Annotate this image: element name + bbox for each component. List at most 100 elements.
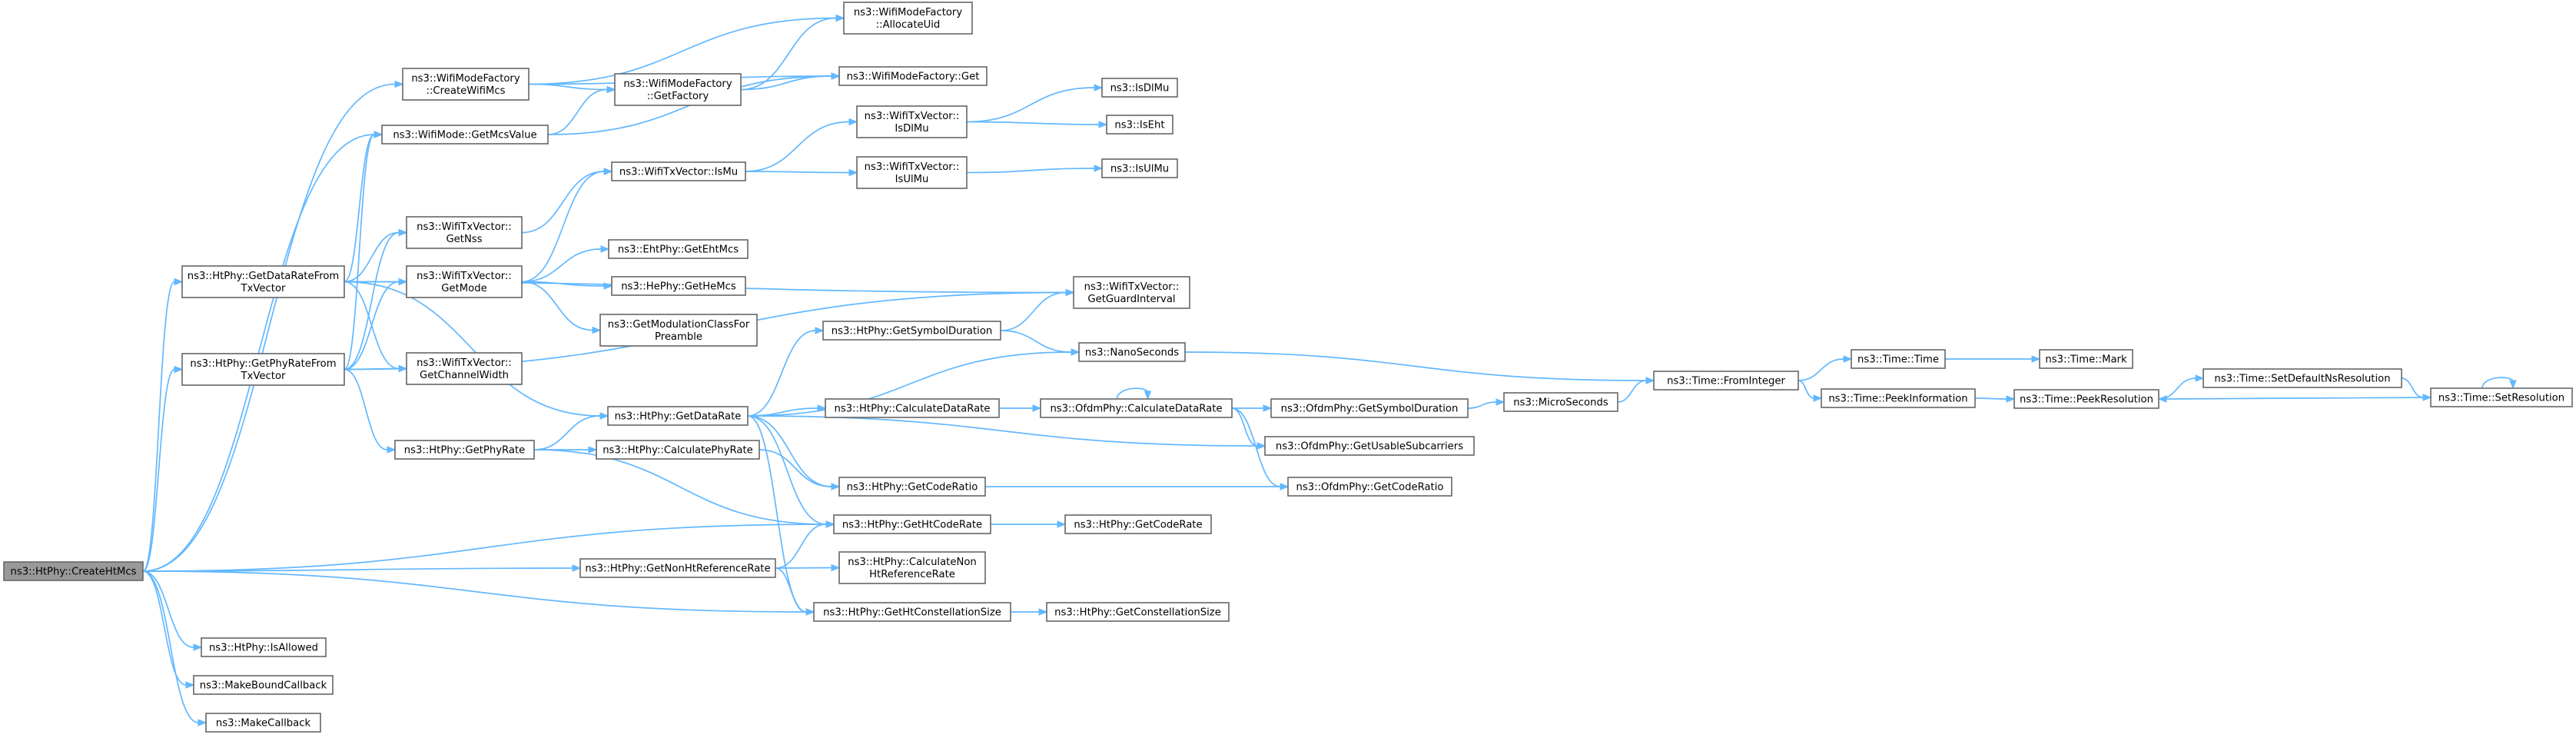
node-box[interactable] <box>205 713 321 733</box>
node-box[interactable] <box>856 105 968 138</box>
node-box[interactable] <box>1106 115 1173 135</box>
node-txv-is-ul-mu[interactable]: ns3::WifiTxVector::IsUlMu <box>856 156 968 189</box>
node-time-time[interactable]: ns3::Time::Time <box>1851 349 1946 369</box>
node-wifi-mode-factory-get[interactable]: ns3::WifiModeFactory::Get <box>838 66 988 86</box>
node-box[interactable] <box>2039 349 2133 369</box>
node-box[interactable] <box>614 73 742 106</box>
node-ht-get-ht-constellation-size[interactable]: ns3::HtPhy::GetHtConstellationSize <box>813 602 1011 622</box>
node-box[interactable] <box>3 561 144 581</box>
node-ht-get-non-ht-ref-rate[interactable]: ns3::HtPhy::GetNonHtReferenceRate <box>579 558 776 578</box>
node-ht-get-phy-rate[interactable]: ns3::HtPhy::GetPhyRate <box>394 440 535 460</box>
node-box[interactable] <box>838 477 986 497</box>
node-ht-get-code-ratio[interactable]: ns3::HtPhy::GetCodeRatio <box>838 477 986 497</box>
node-wifi-mode-factory-create[interactable]: ns3::WifiModeFactory::CreateWifiMcs <box>402 68 529 101</box>
node-make-callback[interactable]: ns3::MakeCallback <box>205 713 321 733</box>
node-box[interactable] <box>1040 398 1233 418</box>
node-box[interactable] <box>843 2 973 35</box>
node-ofdm-get-symbol-duration[interactable]: ns3::OfdmPhy::GetSymbolDuration <box>1270 398 1469 418</box>
node-box[interactable] <box>394 440 535 460</box>
node-box[interactable] <box>611 276 746 296</box>
node-time-peek-resolution[interactable]: ns3::Time::PeekResolution <box>2013 389 2159 409</box>
node-wifi-mode-get-mcs-value[interactable]: ns3::WifiMode::GetMcsValue <box>381 125 549 145</box>
node-box[interactable] <box>1270 398 1469 418</box>
node-box[interactable] <box>1046 602 1230 622</box>
node-box[interactable] <box>833 514 991 534</box>
node-box[interactable] <box>402 68 529 101</box>
node-ht-get-ht-code-rate[interactable]: ns3::HtPhy::GetHtCodeRate <box>833 514 991 534</box>
node-box[interactable] <box>2203 368 2402 388</box>
node-box[interactable] <box>1653 371 1799 391</box>
node-txv-get-nss[interactable]: ns3::WifiTxVector::GetNss <box>406 216 523 249</box>
node-box[interactable] <box>611 161 746 181</box>
node-is-dl-mu[interactable]: ns3::IsDlMu <box>1101 78 1178 98</box>
node-box[interactable] <box>406 265 523 298</box>
node-box[interactable] <box>201 637 327 657</box>
node-box[interactable] <box>579 558 776 578</box>
node-box[interactable] <box>825 398 1000 418</box>
node-ofdm-get-usable-subcarriers[interactable]: ns3::OfdmPhy::GetUsableSubcarriers <box>1264 436 1475 456</box>
node-box[interactable] <box>607 406 749 426</box>
node-ht-get-symbol-duration[interactable]: ns3::HtPhy::GetSymbolDuration <box>822 321 1001 341</box>
node-time-mark[interactable]: ns3::Time::Mark <box>2039 349 2133 369</box>
node-time-peek-information[interactable]: ns3::Time::PeekInformation <box>1821 388 1976 408</box>
edge-arrowhead <box>1057 520 1067 528</box>
node-box[interactable] <box>1078 342 1186 362</box>
node-txv-is-dl-mu[interactable]: ns3::WifiTxVector::IsDlMu <box>856 105 968 138</box>
node-micro-seconds[interactable]: ns3::MicroSeconds <box>1503 392 1618 412</box>
node-nano-seconds[interactable]: ns3::NanoSeconds <box>1078 342 1186 362</box>
node-box[interactable] <box>596 440 760 460</box>
node-box[interactable] <box>1264 436 1475 456</box>
node-box[interactable] <box>1821 388 1976 408</box>
node-box[interactable] <box>406 352 523 385</box>
node-box[interactable] <box>856 156 968 189</box>
node-box[interactable] <box>838 66 988 86</box>
node-ht-calculate-data-rate[interactable]: ns3::HtPhy::CalculateDataRate <box>825 398 1000 418</box>
node-box[interactable] <box>181 353 345 386</box>
node-is-eht[interactable]: ns3::IsEht <box>1106 115 1173 135</box>
node-ht-get-code-rate[interactable]: ns3::HtPhy::GetCodeRate <box>1064 514 1212 534</box>
node-box[interactable] <box>1073 276 1190 309</box>
node-box[interactable] <box>193 675 334 695</box>
node-box[interactable] <box>1503 392 1618 412</box>
node-time-from-integer[interactable]: ns3::Time::FromInteger <box>1653 371 1799 391</box>
node-ht-get-data-rate[interactable]: ns3::HtPhy::GetDataRate <box>607 406 749 426</box>
node-box[interactable] <box>1101 158 1178 178</box>
node-box[interactable] <box>406 216 523 249</box>
node-ofdm-calculate-data-rate[interactable]: ns3::OfdmPhy::CalculateDataRate <box>1040 398 1233 418</box>
node-ht-calculate-phy-rate[interactable]: ns3::HtPhy::CalculatePhyRate <box>596 440 760 460</box>
node-eht-get-eht-mcs[interactable]: ns3::EhtPhy::GetEhtMcs <box>608 239 749 259</box>
node-box[interactable] <box>1064 514 1212 534</box>
node-time-set-resolution[interactable]: ns3::Time::SetResolution <box>2430 387 2573 407</box>
node-txv-get-mode[interactable]: ns3::WifiTxVector::GetMode <box>406 265 523 298</box>
node-make-bound-callback[interactable]: ns3::MakeBoundCallback <box>193 675 334 695</box>
node-wifi-mode-factory-allocate[interactable]: ns3::WifiModeFactory::AllocateUid <box>843 2 973 35</box>
node-box[interactable] <box>1101 78 1178 98</box>
node-box[interactable] <box>599 314 758 347</box>
node-ht-get-constellation-size[interactable]: ns3::HtPhy::GetConstellationSize <box>1046 602 1230 622</box>
node-box[interactable] <box>822 321 1001 341</box>
node-ofdm-get-code-ratio[interactable]: ns3::OfdmPhy::GetCodeRatio <box>1287 477 1452 497</box>
node-box[interactable] <box>813 602 1011 622</box>
node-box[interactable] <box>381 125 549 145</box>
node-txv-get-channel-width[interactable]: ns3::WifiTxVector::GetChannelWidth <box>406 352 523 385</box>
node-box[interactable] <box>1851 349 1946 369</box>
node-box[interactable] <box>2013 389 2159 409</box>
node-box[interactable] <box>838 551 986 584</box>
node-ht-is-allowed[interactable]: ns3::HtPhy::IsAllowed <box>201 637 327 657</box>
node-box[interactable] <box>181 265 345 298</box>
node-txv-is-mu[interactable]: ns3::WifiTxVector::IsMu <box>611 161 746 181</box>
node-he-get-he-mcs[interactable]: ns3::HePhy::GetHeMcs <box>611 276 746 296</box>
node-create-ht-mcs[interactable]: ns3::HtPhy::CreateHtMcs <box>3 561 144 581</box>
node-box[interactable] <box>608 239 749 259</box>
node-wifi-mode-factory-getfactory[interactable]: ns3::WifiModeFactory::GetFactory <box>614 73 742 106</box>
node-box[interactable] <box>2430 387 2573 407</box>
node-is-ul-mu[interactable]: ns3::IsUlMu <box>1101 158 1178 178</box>
node-time-set-default-ns-resolution[interactable]: ns3::Time::SetDefaultNsResolution <box>2203 368 2402 388</box>
node-box[interactable] <box>1287 477 1452 497</box>
edge-arrowhead <box>174 365 184 374</box>
node-txv-get-guard-interval[interactable]: ns3::WifiTxVector::GetGuardInterval <box>1073 276 1190 309</box>
